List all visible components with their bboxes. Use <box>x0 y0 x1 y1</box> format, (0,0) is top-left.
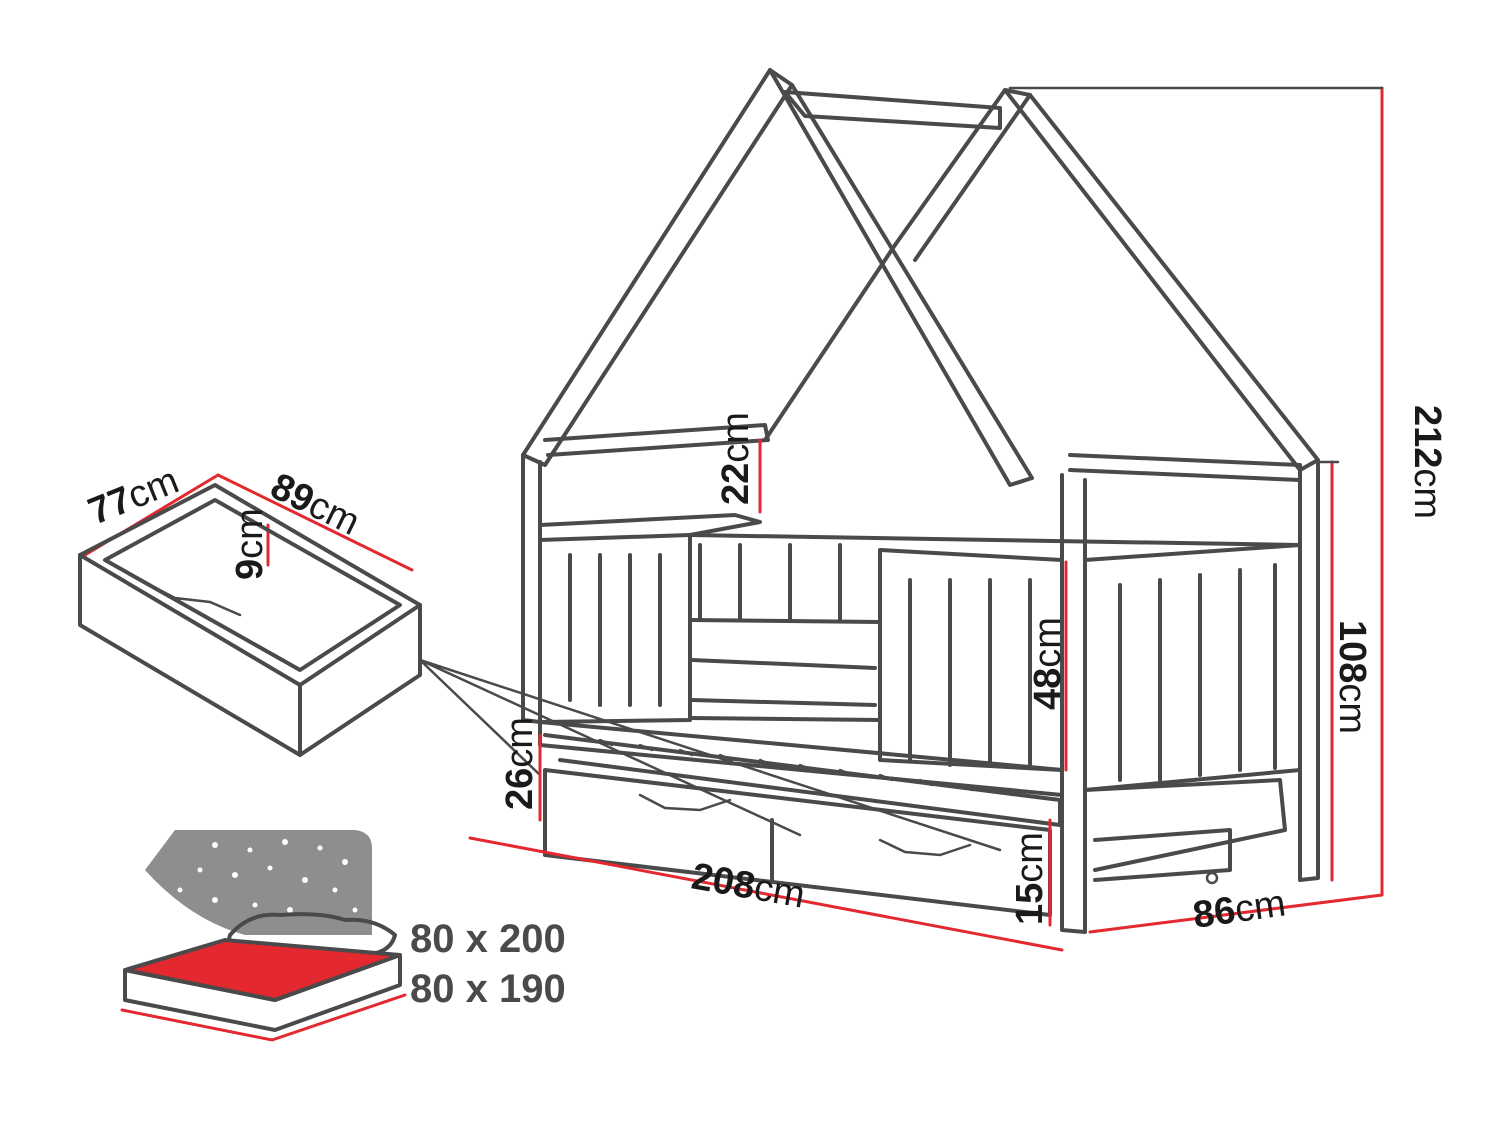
moon-icon <box>145 870 245 935</box>
label-26: 26cm <box>499 717 541 810</box>
label-77: 77cm <box>83 460 185 534</box>
label-86: 86cm <box>1190 882 1288 937</box>
dim-line-86 <box>1088 893 1384 934</box>
label-108: 108cm <box>1331 620 1373 734</box>
drawer-box <box>78 483 422 757</box>
label-15: 15cm <box>1009 832 1051 925</box>
label-212: 212cm <box>1406 405 1448 519</box>
house-bed-drawing <box>418 68 1320 934</box>
star-icon <box>177 839 358 913</box>
dimension-lines <box>83 86 1384 952</box>
mattress-illustration <box>120 830 407 1042</box>
dim-line-208 <box>468 836 1064 952</box>
night-sky <box>145 830 372 935</box>
mattress-size-2: 80 x 190 <box>410 967 566 1011</box>
label-48: 48cm <box>1027 617 1069 710</box>
label-208: 208cm <box>688 856 808 917</box>
dim-line-89 <box>216 473 414 572</box>
label-89: 89cm <box>264 465 366 543</box>
label-9: 9cm <box>229 508 271 580</box>
label-22: 22cm <box>715 412 757 505</box>
mattress-size-1: 80 x 200 <box>410 917 566 961</box>
